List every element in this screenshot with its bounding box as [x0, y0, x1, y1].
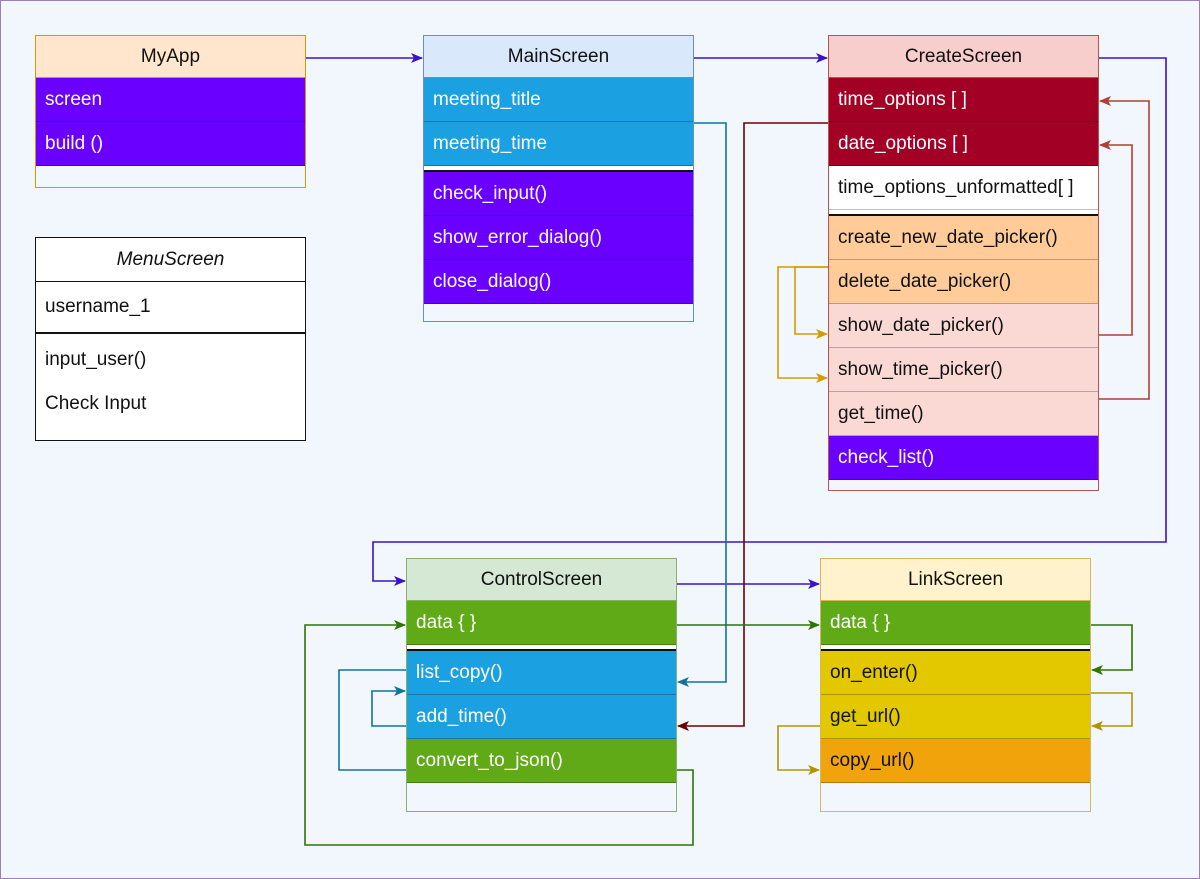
method-row: convert_to_json() [407, 739, 676, 783]
class-linkscreen[interactable]: LinkScreen data { } on_enter() get_url()… [820, 558, 1091, 812]
method-row: show_date_picker() [829, 304, 1098, 348]
method-row: get_time() [829, 392, 1098, 436]
class-title: MenuScreen [36, 238, 305, 282]
method-row: Check Input [45, 392, 147, 414]
method-row: show_error_dialog() [424, 216, 693, 260]
attribute-row: meeting_time [424, 122, 693, 166]
divider [829, 210, 1098, 216]
member-row: build () [36, 122, 305, 166]
method-row: add_time() [407, 695, 676, 739]
arrow-time-options-to-add-time [677, 122, 828, 731]
method-row: delete_date_picker() [829, 260, 1098, 304]
class-myapp[interactable]: MyApp screen build () [35, 35, 306, 188]
attribute-row: time_options [ ] [829, 78, 1098, 122]
arrow-on-enter-to-get-url [1091, 692, 1133, 731]
arrow-link-data-to-on-enter [1091, 624, 1133, 675]
arrow-add-time-to-list-copy [371, 686, 406, 727]
method-row: check_input() [424, 172, 693, 216]
class-title: ControlScreen [407, 559, 676, 601]
attribute-row: date_options [ ] [829, 122, 1098, 166]
arrow-create-picker-to-show-date-picker [794, 266, 828, 339]
class-title: MyApp [36, 36, 305, 78]
method-row: list_copy() [407, 651, 676, 695]
method-row: show_time_picker() [829, 348, 1098, 392]
method-row: create_new_date_picker() [829, 216, 1098, 260]
divider [36, 332, 305, 334]
class-title: CreateScreen [829, 36, 1098, 78]
attribute-row: data { } [821, 601, 1090, 645]
class-title: LinkScreen [821, 559, 1090, 601]
class-controlscreen[interactable]: ControlScreen data { } list_copy() add_t… [406, 558, 677, 812]
attribute-row: time_options_unformatted[ ] [829, 166, 1098, 210]
class-createscreen[interactable]: CreateScreen time_options [ ] date_optio… [828, 35, 1099, 491]
member-row: screen [36, 78, 305, 122]
class-menuscreen[interactable]: MenuScreen username_1 input_user() Check… [35, 237, 306, 441]
divider [407, 645, 676, 651]
attribute-row: username_1 [45, 296, 151, 317]
divider [821, 645, 1090, 651]
arrow-show-date-picker-to-time-options [1099, 140, 1133, 336]
method-row: close_dialog() [424, 260, 693, 304]
class-mainscreen[interactable]: MainScreen meeting_title meeting_time ch… [423, 35, 694, 322]
arrow-show-time-picker-to-date-options [1099, 96, 1150, 400]
attribute-row: meeting_title [424, 78, 693, 122]
arrow-get-url-to-copy-url [777, 725, 820, 775]
divider [424, 166, 693, 172]
class-title: MainScreen [424, 36, 693, 78]
method-row: check_list() [829, 436, 1098, 480]
method-row: on_enter() [821, 651, 1090, 695]
method-row: get_url() [821, 695, 1090, 739]
arrow-create-picker-to-show-time-picker [777, 266, 828, 383]
method-row: input_user() [45, 348, 147, 370]
arrow-convert-to-json-to-list-copy [338, 669, 406, 771]
attribute-row: data { } [407, 601, 676, 645]
method-row: copy_url() [821, 739, 1090, 783]
